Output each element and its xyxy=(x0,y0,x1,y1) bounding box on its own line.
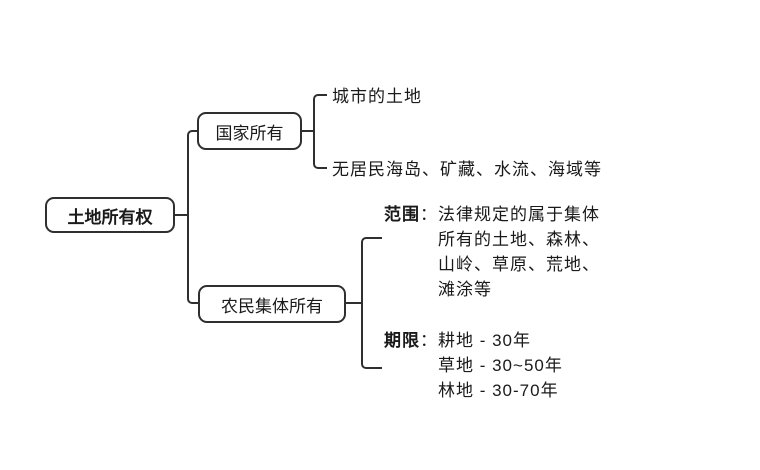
branch-node-farmer-collective-owned: 农民集体所有 xyxy=(198,285,346,323)
connector-collective-bracket-bottom xyxy=(361,303,382,369)
connector-trunk-bracket-bottom xyxy=(187,215,198,304)
connector-collective-bracket-top xyxy=(361,237,382,303)
root-node-land-ownership: 土地所有权 xyxy=(45,197,175,233)
scope-line: 滩涂等 xyxy=(438,280,492,299)
scope-line: 法律规定的属于集体 xyxy=(438,205,600,224)
connector-state-stem xyxy=(301,130,314,132)
root-node-label: 土地所有权 xyxy=(67,207,153,227)
term-line: 草地 - 30~50年 xyxy=(438,356,563,375)
term-line: 林地 - 30-70年 xyxy=(438,381,559,400)
term-label-text: 期限 xyxy=(384,331,420,350)
connector-state-bracket-top xyxy=(313,94,327,131)
term-lines: 耕地 - 30年 草地 - 30~50年 林地 - 30-70年 xyxy=(438,328,563,403)
term-block: 期限： 耕地 - 30年 草地 - 30~50年 林地 - 30-70年 xyxy=(384,328,563,403)
term-label-colon: ： xyxy=(420,331,438,350)
connector-collective-stem xyxy=(345,302,362,304)
leaf-state-other-resources: 无居民海岛、矿藏、水流、海域等 xyxy=(332,160,602,179)
scope-line: 所有的土地、森林、 xyxy=(438,230,600,249)
connector-trunk-bracket-top xyxy=(187,130,198,215)
scope-label-colon: ： xyxy=(420,205,438,224)
connector-state-bracket-bottom xyxy=(313,131,327,169)
scope-lines: 法律规定的属于集体 所有的土地、森林、 山岭、草原、荒地、 滩涂等 xyxy=(438,202,600,302)
branch-node-state-owned-label: 国家所有 xyxy=(215,123,284,143)
scope-label: 范围： xyxy=(384,202,438,302)
connector-trunk-stem xyxy=(175,214,188,216)
term-line: 耕地 - 30年 xyxy=(438,331,532,350)
scope-block: 范围： 法律规定的属于集体 所有的土地、森林、 山岭、草原、荒地、 滩涂等 xyxy=(384,202,600,302)
leaf-urban-land: 城市的土地 xyxy=(332,87,422,106)
branch-node-state-owned: 国家所有 xyxy=(197,112,302,150)
scope-label-text: 范围 xyxy=(384,205,420,224)
term-label: 期限： xyxy=(384,328,438,403)
scope-line: 山岭、草原、荒地、 xyxy=(438,255,600,274)
branch-node-farmer-collective-owned-label: 农民集体所有 xyxy=(221,296,323,316)
